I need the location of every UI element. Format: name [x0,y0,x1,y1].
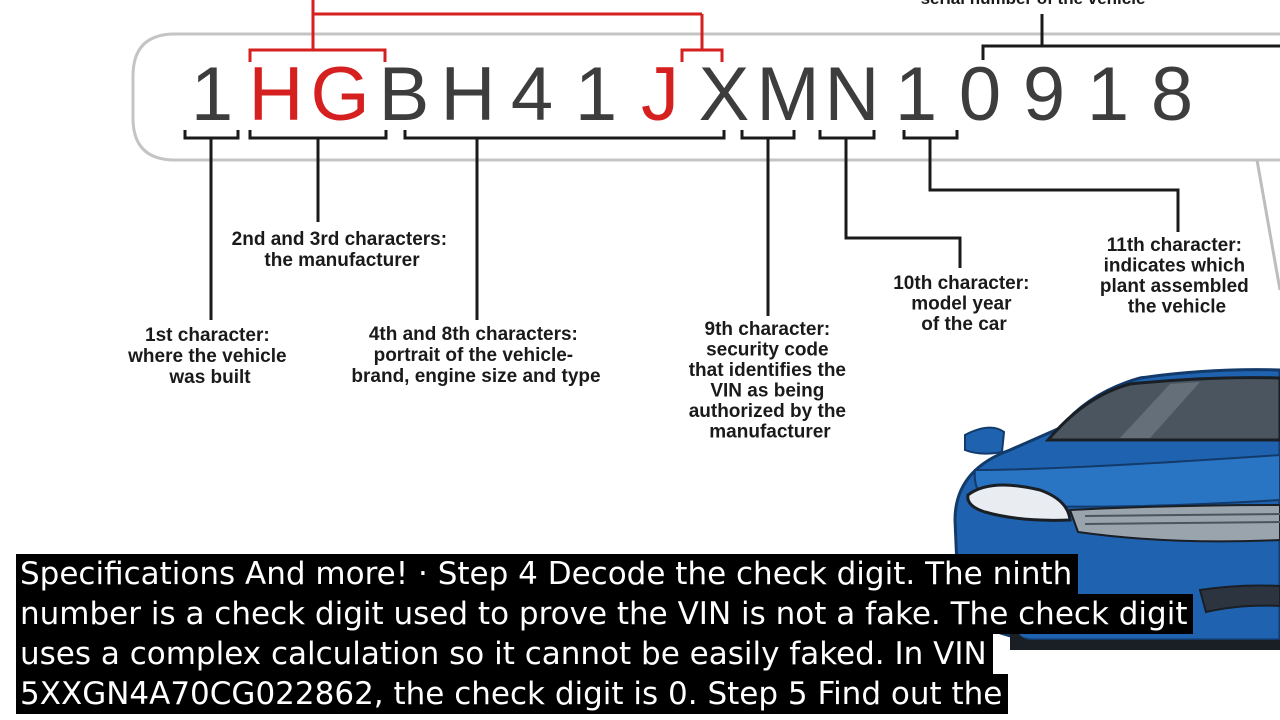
vin-character: X [699,52,750,137]
caption-overlay: Specifications And more! · Step 4 Decode… [16,554,1206,714]
vin-character: H [441,52,496,137]
caption-line: 5XXGN4A70CG022862, the check digit is 0.… [16,674,1009,714]
leader-lines [209,138,1280,320]
vin-character: 4 [511,52,553,137]
caption-line: number is a check digit used to prove th… [16,594,1194,634]
caption-line: Specifications And more! · Step 4 Decode… [16,554,1079,594]
caption-line: uses a complex calculation so it cannot … [16,634,993,674]
label-tenth-character: 10th character: model year of the car [893,273,1035,335]
vin-character: 8 [1151,52,1193,137]
vin-character: G [310,52,369,137]
label-fourth-eighth-characters: 4th and 8th characters: portrait of the … [351,324,600,387]
vin-character: 1 [895,52,937,137]
vin-character: H [249,52,304,137]
car-mirror [964,426,1006,455]
serial-number-label: serial number of the vehicle [921,0,1146,8]
car-headlight [966,483,1072,522]
vin-character: 9 [1023,52,1065,137]
serial-bracket [981,14,1280,60]
label-ninth-character: 9th character: security code that identi… [689,319,852,443]
vin-character: J [641,52,679,137]
vin-character: 0 [959,52,1001,137]
vin-character: 1 [191,52,233,137]
vin-character: N [825,52,880,137]
label-first-character: 1st character: where the vehicle was bui… [127,325,292,388]
top-red-bracket [248,0,724,62]
vin-character: 1 [1087,52,1129,137]
vin-character: B [379,52,430,137]
label-second-third-characters: 2nd and 3rd characters: the manufacturer [232,229,453,271]
label-eleventh-character: 11th character: indicates which plant as… [1100,235,1254,318]
vin-character: M [756,52,819,137]
vin-frame [131,32,1280,162]
vin-character: 1 [575,52,617,137]
bottom-brackets [183,130,959,140]
